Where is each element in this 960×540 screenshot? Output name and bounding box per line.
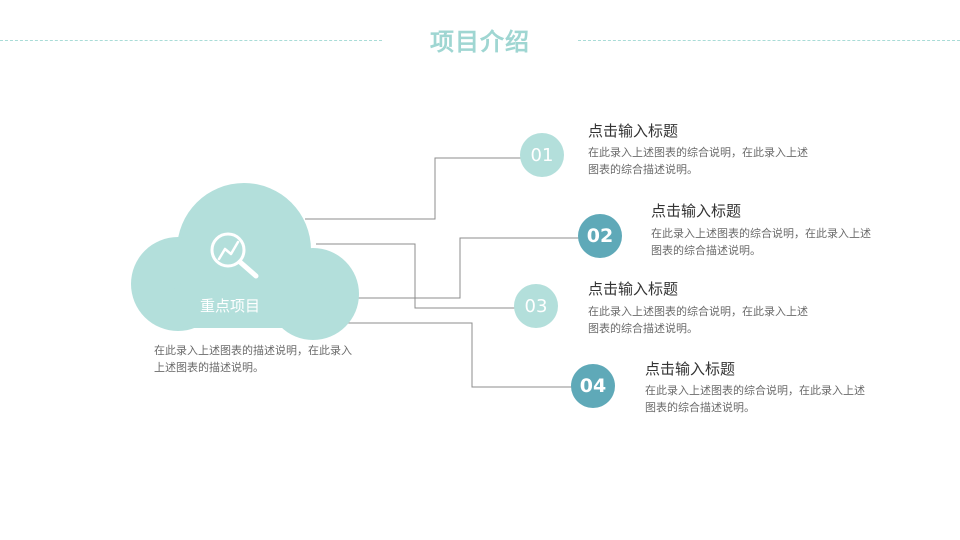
magnifier-chart-icon [210,232,259,279]
header-right-dashed-line [578,40,960,41]
item-02-badge: 02 [578,214,622,258]
cloud-label: 重点项目 [199,297,260,315]
connector-03 [316,243,515,309]
item-03-description: 在此录入上述图表的综合说明，在此录入上述图表的综合描述说明。 [588,305,808,335]
item-01-title[interactable]: 点击输入标题 [588,122,679,140]
connector-02 [320,237,580,299]
item-03-title[interactable]: 点击输入标题 [588,280,679,298]
item-02-title[interactable]: 点击输入标题 [651,202,742,220]
item-03-number: 03 [524,295,548,317]
item-01-badge: 01 [520,133,564,177]
item-03-badge: 03 [514,284,558,328]
item-02-description: 在此录入上述图表的综合说明，在此录入上述图表的综合描述说明。 [651,227,871,257]
connector-01 [305,157,522,220]
item-02-number: 02 [586,225,614,247]
connector-04 [343,322,573,388]
item-04-description: 在此录入上述图表的综合说明，在此录入上述图表的综合描述说明。 [645,384,865,414]
item-04-number: 04 [579,375,607,397]
item-01-number: 01 [530,144,554,166]
item-04-title[interactable]: 点击输入标题 [645,360,736,378]
slide-title: 项目介绍 [430,28,530,56]
cloud-description: 在此录入上述图表的描述说明，在此录入上述图表的描述说明。 [154,344,352,374]
header-left-dashed-line [0,40,382,41]
item-04-badge: 04 [571,364,615,408]
item-01-description: 在此录入上述图表的综合说明，在此录入上述图表的综合描述说明。 [588,146,808,176]
